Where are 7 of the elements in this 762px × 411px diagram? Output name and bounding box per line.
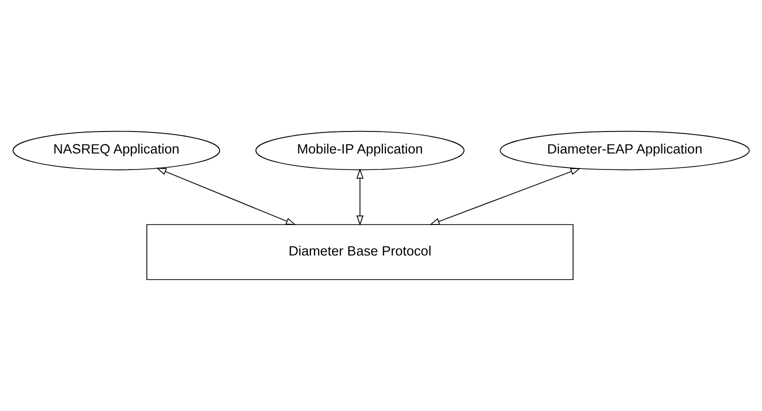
arrow <box>356 168 364 226</box>
node-ellipse: NASREQ Application <box>12 130 220 170</box>
node-ellipse: Mobile-IP Application <box>255 130 464 170</box>
node-ellipse: Diameter-EAP Application <box>500 130 750 170</box>
node-box: Diameter Base Protocol <box>146 224 574 280</box>
arrow <box>429 168 581 226</box>
arrow <box>156 168 296 226</box>
